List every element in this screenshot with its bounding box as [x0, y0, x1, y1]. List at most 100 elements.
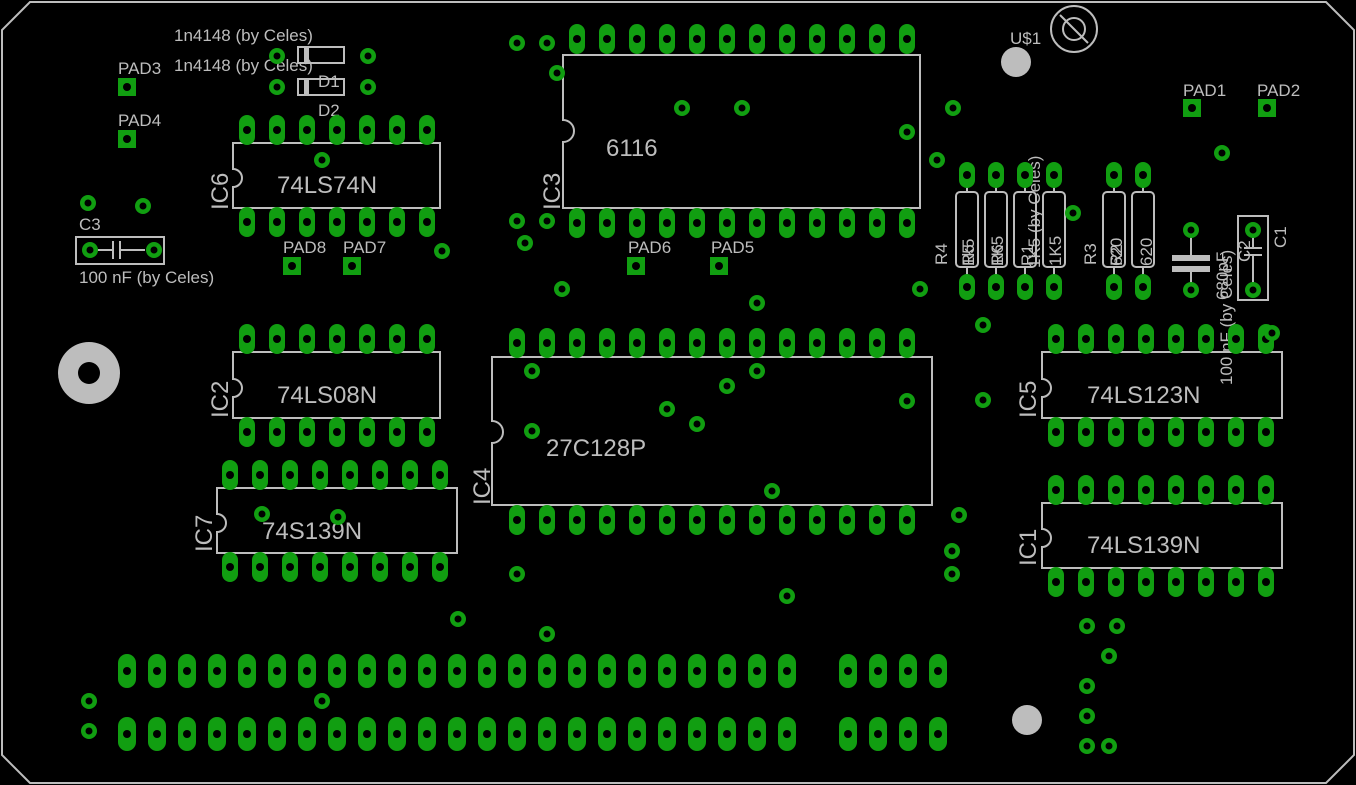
r2-ref: R2: [1107, 244, 1126, 266]
ic3-pin: [599, 24, 615, 54]
ic7-pin: [222, 552, 238, 582]
ic2-pin: [359, 324, 375, 354]
capacitor-c3-body: [75, 236, 165, 265]
edge-connector-pin: [358, 654, 376, 688]
ic3-pin: [809, 208, 825, 238]
ic1-pin: [1108, 567, 1124, 597]
r6-ref: R6: [988, 244, 1007, 266]
ic7-ref: IC7: [191, 515, 218, 552]
edge-connector-pin: [448, 654, 466, 688]
ic6-pin: [359, 115, 375, 145]
resistor-pin: [988, 162, 1004, 188]
via: [944, 543, 960, 559]
ic4-pin: [569, 505, 585, 535]
ic5-pin: [1168, 417, 1184, 447]
mounting-hole: [58, 342, 120, 404]
c3-ref: C3: [79, 215, 101, 234]
via: [81, 693, 97, 709]
ic5-pin: [1108, 324, 1124, 354]
ic6-pin: [389, 207, 405, 237]
resistor-pin: [988, 274, 1004, 300]
ic4-pin: [839, 328, 855, 358]
test-pad-3: [118, 78, 136, 96]
via: [330, 509, 346, 525]
ic2-pin: [239, 324, 255, 354]
ic3-pin: [599, 208, 615, 238]
label-u1: U$1: [1010, 29, 1041, 48]
edge-connector-pin: [869, 654, 887, 688]
ic1-pin: [1258, 475, 1274, 505]
edge-connector-pin: [118, 654, 136, 688]
edge-connector-pin: [208, 654, 226, 688]
via: [517, 235, 533, 251]
ic5-pin: [1198, 417, 1214, 447]
ic1-pin: [1198, 475, 1214, 505]
r3-ref: R3: [1081, 243, 1100, 265]
ic1-ref: IC1: [1015, 529, 1042, 566]
ic3-pin: [749, 24, 765, 54]
ic6-value: 74LS74N: [277, 172, 377, 199]
resistor-pin: [1046, 162, 1062, 188]
via: [509, 35, 525, 51]
ic7-pin: [282, 460, 298, 490]
ic5-pin: [1138, 417, 1154, 447]
via: [899, 124, 915, 140]
ic6-pin: [359, 207, 375, 237]
ic3-ref: IC3: [539, 173, 566, 210]
ic5-pin: [1108, 417, 1124, 447]
capacitor-c3-pin: [82, 242, 98, 258]
test-pad-6: [627, 257, 645, 275]
ic2-pin: [299, 324, 315, 354]
via: [509, 213, 525, 229]
edge-connector-pin: [448, 717, 466, 751]
ic2-pin: [329, 324, 345, 354]
ic1-pin: [1168, 475, 1184, 505]
r5-value: 1k5: [959, 239, 978, 266]
ic3-pin: [629, 24, 645, 54]
pad1-label: PAD1: [1183, 81, 1226, 100]
resistor-pin: [1106, 274, 1122, 300]
ic1-pin: [1048, 475, 1064, 505]
ic2-pin: [389, 417, 405, 447]
ic6-pin: [239, 207, 255, 237]
ic2-pin: [239, 417, 255, 447]
via: [1101, 738, 1117, 754]
r6-value: 1K5: [988, 236, 1007, 266]
resistor-pin: [1046, 274, 1062, 300]
edge-connector-pin: [148, 654, 166, 688]
pad5-label: PAD5: [711, 238, 754, 257]
ic1-pin: [1048, 567, 1064, 597]
edge-connector-pin: [568, 717, 586, 751]
ic4-pin: [839, 505, 855, 535]
diode-d1-pin: [360, 48, 376, 64]
via: [1079, 738, 1095, 754]
edge-connector-pin: [748, 654, 766, 688]
ic3-pin: [629, 208, 645, 238]
edge-connector-pin: [298, 717, 316, 751]
ic4-pin: [539, 505, 555, 535]
diode-d1-pin: [269, 48, 285, 64]
ic7-pin: [342, 552, 358, 582]
copper-layer: [80, 24, 1280, 754]
via: [539, 626, 555, 642]
ic5-body: [1041, 351, 1283, 419]
ic7-value: 74S139N: [262, 518, 362, 545]
ic7-pin: [432, 460, 448, 490]
ic4-pin: [599, 328, 615, 358]
ic2-value: 74LS08N: [277, 382, 377, 409]
via: [539, 213, 555, 229]
ic2-pin: [389, 324, 405, 354]
test-pad-8: [283, 257, 301, 275]
ic4-pin: [689, 328, 705, 358]
ic6-pin: [269, 207, 285, 237]
edge-connector-pin: [899, 717, 917, 751]
ic1-pin: [1078, 567, 1094, 597]
ic4-pin: [869, 328, 885, 358]
edge-connector-pin: [598, 654, 616, 688]
edge-connector-pin: [328, 717, 346, 751]
capacitor-c1-body: [1237, 215, 1269, 301]
edge-connector-pin: [418, 717, 436, 751]
via: [764, 483, 780, 499]
edge-connector-pin: [688, 654, 706, 688]
ic3-body: [562, 54, 921, 209]
